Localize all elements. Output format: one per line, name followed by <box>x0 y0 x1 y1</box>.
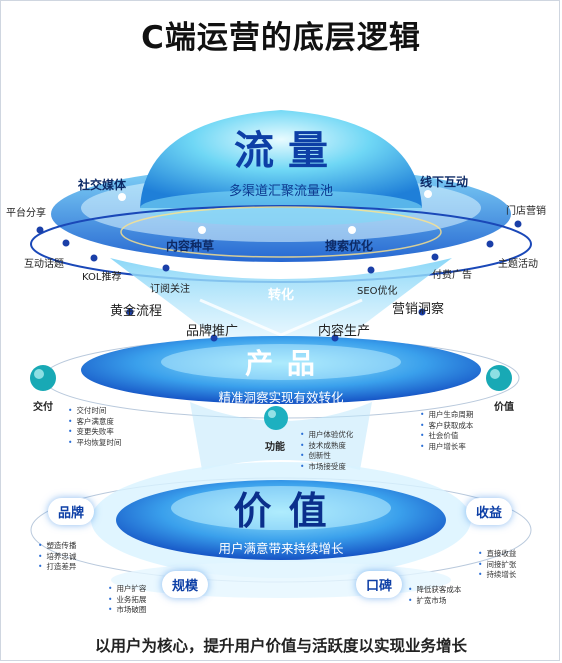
brand-pill: 品牌 <box>48 498 95 525</box>
revenue-bullets: 直接收益 间接扩张 持续增长 <box>478 549 516 581</box>
traffic-subtitle: 多渠道汇聚流量池 <box>228 184 333 199</box>
value-subtitle: 用户满意带来持续增长 <box>218 541 344 556</box>
brand-bullet: 打造差异 <box>38 562 76 573</box>
function-orb <box>264 406 288 430</box>
scale-bullet: 业务拓展 <box>108 595 146 606</box>
delivery-label: 交付 <box>33 402 53 413</box>
ring-label-paid-ads: 付费广告 <box>432 270 472 281</box>
reputation-bullet: 降低获客成本 <box>408 585 461 596</box>
ring-label-platform-share: 平台分享 <box>6 208 46 219</box>
delivery-bullet: 客户满意度 <box>68 417 121 428</box>
delivery-bullet: 交付时间 <box>68 406 121 417</box>
scale-bullets: 用户扩容 业务拓展 市场破圈 <box>108 584 146 616</box>
value-bullet: 用户生命周期 <box>420 410 473 421</box>
ring-label-interactive-topics: 互动话题 <box>24 259 64 270</box>
ring-label-store-marketing: 门店营销 <box>506 206 546 217</box>
scale-bullet: 市场破圈 <box>108 605 146 616</box>
revenue-bullet: 间接扩张 <box>478 560 516 571</box>
conversion-marketing-insight: 营销洞察 <box>392 302 445 317</box>
function-label: 功能 <box>265 442 285 453</box>
page-title: C端运营的底层逻辑 <box>141 20 421 56</box>
delivery-bullets: 交付时间 客户满意度 变更失败率 平均恢复时间 <box>68 406 121 448</box>
node-content-seeding: 内容种草 <box>166 239 215 253</box>
revenue-bullet: 持续增长 <box>478 570 516 581</box>
ring-label-seo: SEO优化 <box>357 286 398 297</box>
reputation-bullets: 降低获客成本 扩宽市场 <box>408 585 461 606</box>
function-bullet: 市场接受度 <box>300 462 353 473</box>
ring-label-theme-events: 主题活动 <box>498 259 538 270</box>
value-bullets: 用户生命周期 客户获取成本 社会价值 用户增长率 <box>420 410 473 452</box>
reputation-pill: 口碑 <box>356 571 403 598</box>
node-social-media: 社交媒体 <box>78 178 127 192</box>
conversion-content-production: 内容生产 <box>318 324 371 339</box>
brand-bullet: 培养忠诚 <box>38 552 76 563</box>
value-bullet: 社会价值 <box>420 431 473 442</box>
conversion-funnel <box>110 258 452 350</box>
traffic-heading: 流 量 <box>234 128 328 174</box>
conversion-golden-process: 黄金流程 <box>110 304 163 319</box>
delivery-bullet: 变更失败率 <box>68 427 121 438</box>
revenue-bullet: 直接收益 <box>478 549 516 560</box>
reputation-bullet: 扩宽市场 <box>408 596 461 607</box>
footer-caption: 以用户为核心，提升用户价值与活跃度以实现业务增长 <box>94 637 467 655</box>
function-bullet: 创新性 <box>300 451 353 462</box>
value-heading: 价 值 <box>233 489 329 533</box>
brand-bullet: 塑造传播 <box>38 541 76 552</box>
function-bullets: 用户体验优化 技术成熟度 创新性 市场接受度 <box>300 430 353 472</box>
value-bullet: 客户获取成本 <box>420 421 473 432</box>
ring-label-subscribe: 订阅关注 <box>150 284 190 295</box>
revenue-pill: 收益 <box>466 498 513 525</box>
conversion-brand-promotion: 品牌推广 <box>186 324 239 339</box>
node-offline-interaction: 线下互动 <box>420 175 469 189</box>
node-search-optimization: 搜索优化 <box>325 239 374 253</box>
traffic-dome <box>140 110 422 208</box>
product-heading: 产 品 <box>245 347 317 380</box>
scale-pill: 规模 <box>162 571 209 598</box>
function-bullet: 用户体验优化 <box>300 430 353 441</box>
conversion-label: 转化 <box>267 288 294 303</box>
function-bullet: 技术成熟度 <box>300 441 353 452</box>
ring-label-kol: KOL推荐 <box>82 272 122 283</box>
value-bullet: 用户增长率 <box>420 442 473 453</box>
scale-bullet: 用户扩容 <box>108 584 146 595</box>
delivery-bullet: 平均恢复时间 <box>68 438 121 449</box>
brand-bullets: 塑造传播 培养忠诚 打造差异 <box>38 541 76 573</box>
product-subtitle: 精准洞察实现有效转化 <box>218 390 344 405</box>
value-label: 价值 <box>494 402 514 413</box>
